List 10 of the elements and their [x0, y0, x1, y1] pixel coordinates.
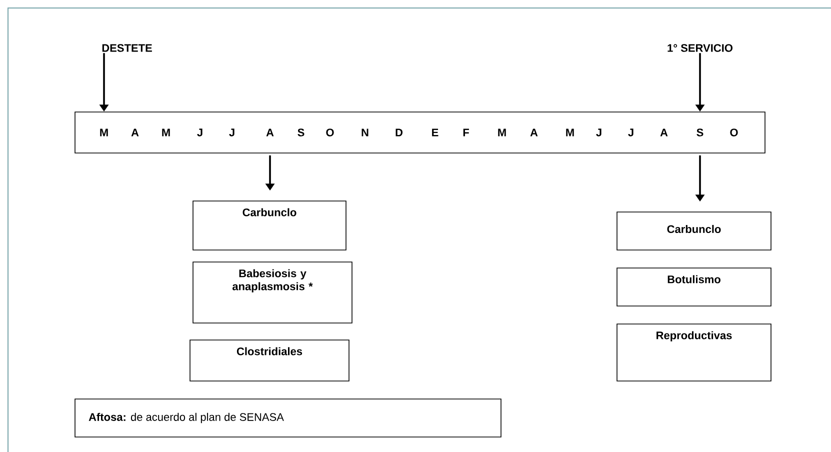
vaccine-box: Reproductivas [616, 324, 772, 382]
timeline-label: 1° SERVICIO [668, 44, 732, 52]
vaccine-box: Aftosa: de acuerdo al plan de SENASA [74, 398, 502, 438]
month-timeline: M A M J J A S O N D E F M A M J J A S O [74, 112, 766, 154]
vaccine-box: Babesiosis y anaplasmosis * [192, 262, 352, 324]
timeline-label: DESTETE [102, 44, 152, 52]
vaccine-box: Carbunclo [192, 200, 346, 250]
vaccine-box: Clostridiales [190, 340, 350, 382]
vaccine-box: Carbunclo [616, 212, 772, 250]
vaccine-box: Botulismo [616, 268, 772, 306]
